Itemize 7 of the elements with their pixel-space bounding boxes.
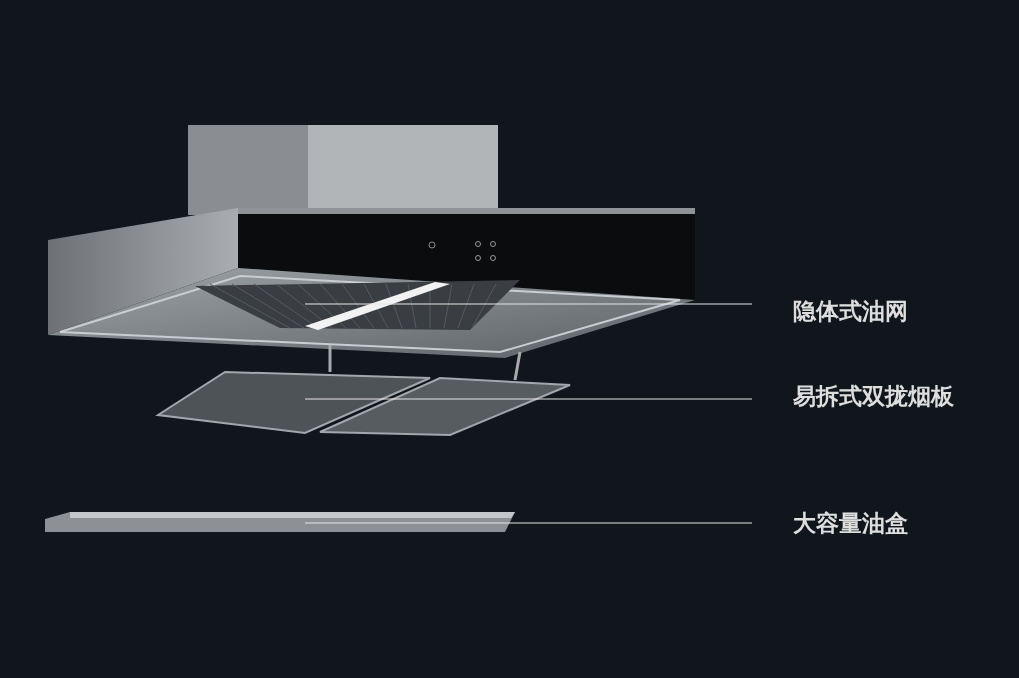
part-label: 大容量油盒 [793, 509, 908, 537]
leader-line [304, 398, 753, 400]
part-label: 隐体式油网 [793, 297, 908, 325]
part-label: 易拆式双拢烟板 [793, 382, 954, 410]
oil-box-drawing [43, 510, 518, 535]
leader-line [304, 522, 753, 524]
leader-line [304, 303, 753, 305]
